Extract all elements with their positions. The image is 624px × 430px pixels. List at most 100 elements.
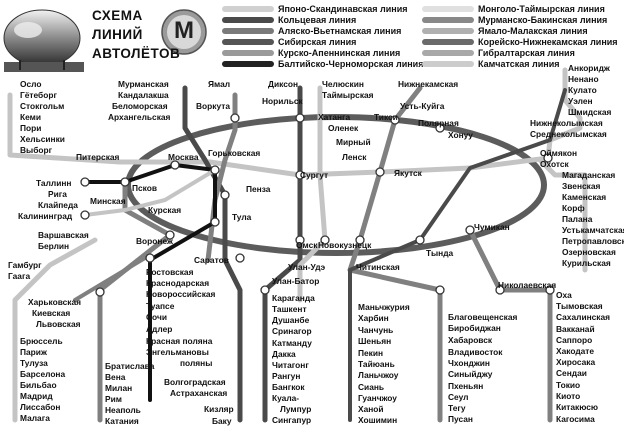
station-label: Ленск [342, 152, 367, 162]
station-label: Дакка [272, 349, 296, 359]
legend-label: Аляско-Вьетнамская линия [278, 26, 402, 36]
station-label: Сиань [358, 382, 385, 392]
station-label: Курская [148, 205, 182, 215]
station-label: Киото [556, 391, 581, 401]
station-label: Минская [90, 196, 126, 206]
station-label: Сринагор [272, 326, 312, 336]
station-label: Каменская [562, 192, 607, 202]
station-label: Вена [105, 372, 126, 382]
station-label: Гётеборг [20, 90, 57, 100]
station-label: Токио [556, 380, 581, 390]
station-label: Курильская [562, 258, 611, 268]
line-gibraltar [12, 237, 98, 423]
legend-swatch [222, 61, 274, 67]
station-label: Улан-Батор [272, 276, 320, 286]
station-label: Рим [105, 394, 122, 404]
legend-label: Корейско-Нижнекамская линия [478, 37, 618, 47]
station-label: Корф [562, 203, 585, 213]
line-sakhalin [467, 227, 553, 423]
station-label: Бангкок [272, 382, 305, 392]
station-label: Петропавловская [562, 236, 624, 246]
title-line-2: ЛИНИЙ [92, 27, 143, 42]
station-label: Саратов [194, 255, 229, 265]
station-label: Синыйджу [448, 369, 493, 379]
station-label: Лиссабон [20, 402, 61, 412]
station-label: Сахалинская [556, 312, 611, 322]
station-label: Тулуза [20, 358, 48, 368]
station-label: Среднеколымская [530, 129, 607, 139]
station-label: Берлин [38, 241, 70, 251]
legend-swatch [222, 39, 274, 45]
station-label: Гамбург [8, 260, 42, 270]
station-label: Озерновская [562, 247, 616, 257]
station-label: Биробиджан [448, 323, 501, 333]
station-label: Астраханская [170, 388, 228, 398]
metro-logo-icon [161, 9, 207, 55]
station-label: Сингапур [272, 415, 312, 425]
station-label: Якутск [394, 168, 422, 178]
station-label: Выборг [20, 145, 53, 155]
station-label: Саппоро [556, 335, 593, 345]
station-label: Катания [105, 416, 139, 426]
legend-item: Монголо-Таймырская линия [422, 4, 605, 14]
legend-swatch [422, 50, 474, 56]
station-label: Новокузнецк [318, 240, 372, 250]
station-label: Хонуу [448, 130, 473, 140]
station-label: Архангельская [108, 112, 171, 122]
station-label: Киевская [32, 308, 71, 318]
station-label: Пенза [246, 184, 271, 194]
station-label: Палана [562, 214, 593, 224]
station-label: Мурманская [118, 79, 169, 89]
station-label: Благовещенская [448, 312, 518, 322]
line-minsk [83, 168, 217, 217]
station-label: Чумикан [474, 222, 510, 232]
legend-label: Ямало-Малакская линия [478, 26, 588, 36]
station-label: Нижнеколымская [530, 118, 603, 128]
station-label: Нижнекамская [398, 79, 459, 89]
line-mongol-taimyr [297, 85, 328, 303]
station-dots [80, 113, 555, 297]
station-label: Полярная [418, 118, 459, 128]
legend-item: Аляско-Вьетнамская линия [222, 26, 401, 36]
station-label: Братислава [105, 361, 155, 371]
station-label: Пори [20, 123, 42, 133]
station-label: Звенская [562, 181, 601, 191]
station-label: Маньчжурия [358, 302, 410, 312]
station-label: Тымовская [556, 301, 603, 311]
station-label: Оха [556, 290, 572, 300]
station-label: Гуанчжоу [358, 393, 397, 403]
station-label: Баку [212, 416, 232, 426]
legend-item: Японо-Скандинавская линия [222, 4, 408, 14]
legend-label: Курско-Апеннинская линия [278, 48, 401, 58]
logo-letter: М [174, 17, 194, 44]
station-label: Калининград [18, 211, 73, 221]
station-label: Брюссель [20, 336, 63, 346]
legend-item: Камчатская линия [422, 59, 560, 69]
station-label: Чхонджин [448, 358, 490, 368]
station-label: Читагонг [272, 360, 309, 370]
station-label: Норильск [262, 96, 303, 106]
station-label: Шеньян [358, 336, 392, 346]
station-label: Милан [105, 383, 133, 393]
station-label: Адлер [146, 324, 173, 334]
legend-swatch [222, 50, 274, 56]
station-label: Караганда [272, 293, 315, 303]
station-label: Таллинн [36, 178, 72, 188]
station-label: Тайюань [358, 359, 395, 369]
station-label: Ташкент [272, 304, 307, 314]
station-label: Барселона [20, 369, 66, 379]
legend-swatch [422, 39, 474, 45]
station-label: Хакодате [556, 346, 595, 356]
legend-item: Корейско-Нижнекамская линия [422, 37, 618, 47]
station-label: Китакюсю [556, 402, 599, 412]
station-label: Рангун [272, 371, 301, 381]
line-alaska-vietnam [348, 88, 567, 422]
legend-swatch [222, 6, 274, 12]
station-label: Тында [426, 248, 454, 258]
station-label: Охотск [540, 159, 569, 169]
station-label: Ханой [358, 404, 384, 414]
station-label: Беломорская [112, 101, 168, 111]
station-label: Ямал [208, 79, 231, 89]
legend-swatch [222, 17, 274, 23]
